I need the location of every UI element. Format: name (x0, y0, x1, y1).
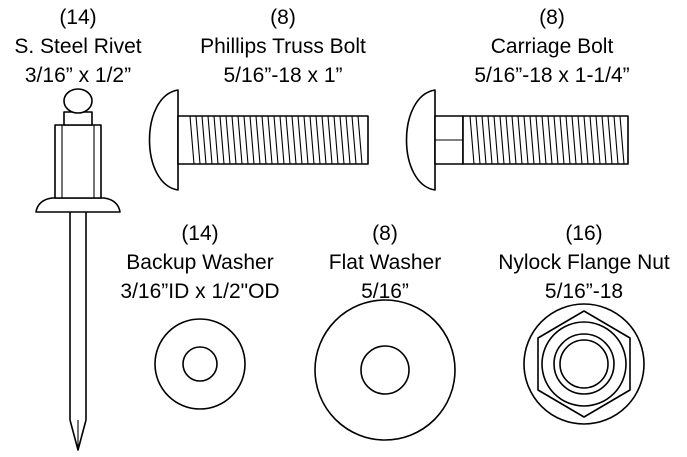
thread-line (351, 115, 357, 165)
carriage-bolt-label: (8) Carriage Bolt 5/16”-18 x 1-1/4” (474, 6, 629, 87)
thread-line (553, 115, 559, 165)
thread-line (261, 115, 267, 165)
thread-line (583, 115, 589, 165)
backup-washer-drawing (154, 318, 246, 410)
thread-line (559, 115, 565, 165)
thread-line (207, 115, 213, 165)
thread-line (225, 115, 231, 165)
rivet-size: 3/16” x 1/2” (25, 64, 131, 87)
thread-line (297, 115, 303, 165)
thread-line (577, 115, 583, 165)
thread-line (339, 115, 345, 165)
thread-line (619, 115, 625, 165)
thread-line (487, 115, 493, 165)
carriage-bolt-qty: (8) (539, 6, 565, 29)
thread-line (315, 115, 321, 165)
thread-line (523, 115, 529, 165)
thread-line (213, 115, 219, 165)
thread-line (469, 115, 475, 165)
thread-line (505, 115, 511, 165)
thread-line (493, 115, 499, 165)
rivet-qty: (14) (59, 6, 96, 29)
nut-qty: (16) (565, 222, 602, 245)
thread-line (529, 115, 535, 165)
truss-bolt-threads (189, 115, 363, 165)
thread-line (201, 115, 207, 165)
thread-line (607, 115, 613, 165)
nut-drawing (523, 303, 645, 425)
truss-bolt-name: Phillips Truss Bolt (200, 35, 366, 58)
thread-line (357, 115, 363, 165)
thread-line (535, 115, 541, 165)
flat-washer-qty: (8) (372, 222, 398, 245)
thread-line (237, 115, 243, 165)
thread-line (255, 115, 261, 165)
rivet-drawing (35, 88, 121, 451)
thread-line (195, 115, 201, 165)
thread-line (547, 115, 553, 165)
thread-line (499, 115, 505, 165)
thread-line (243, 115, 249, 165)
thread-line (601, 115, 607, 165)
backup-washer-label: (14) Backup Washer 3/16”ID x 1/2"OD (120, 222, 279, 303)
thread-line (589, 115, 595, 165)
carriage-bolt-threads (469, 115, 625, 165)
thread-line (511, 115, 517, 165)
carriage-bolt-size: 5/16”-18 x 1-1/4” (474, 64, 629, 87)
thread-line (475, 115, 481, 165)
thread-line (249, 115, 255, 165)
thread-line (565, 115, 571, 165)
thread-line (273, 115, 279, 165)
thread-line (327, 115, 333, 165)
thread-line (285, 115, 291, 165)
thread-line (345, 115, 351, 165)
flat-washer-size: 5/16” (361, 280, 409, 303)
backup-washer-qty: (14) (181, 222, 218, 245)
thread-line (309, 115, 315, 165)
thread-line (291, 115, 297, 165)
rivet-label: (14) S. Steel Rivet 3/16” x 1/2” (14, 6, 141, 87)
thread-line (219, 115, 225, 165)
truss-bolt-qty: (8) (270, 6, 296, 29)
thread-line (303, 115, 309, 165)
flat-washer-name: Flat Washer (329, 251, 441, 274)
flat-washer-drawing (314, 299, 456, 441)
thread-line (613, 115, 619, 165)
thread-line (517, 115, 523, 165)
thread-line (231, 115, 237, 165)
carriage-bolt-name: Carriage Bolt (491, 35, 614, 58)
rivet-name: S. Steel Rivet (14, 35, 141, 58)
nut-name: Nylock Flange Nut (498, 251, 670, 274)
thread-line (279, 115, 285, 165)
thread-line (321, 115, 327, 165)
nut-label: (16) Nylock Flange Nut 5/16”-18 (498, 222, 670, 303)
thread-line (571, 115, 577, 165)
carriage-bolt-drawing (405, 89, 629, 191)
truss-bolt-size: 5/16”-18 x 1” (223, 64, 342, 87)
thread-line (189, 115, 195, 165)
truss-bolt-drawing (148, 89, 369, 191)
flat-washer-label: (8) Flat Washer 5/16” (329, 222, 441, 303)
thread-line (481, 115, 487, 165)
truss-bolt-label: (8) Phillips Truss Bolt 5/16”-18 x 1” (200, 6, 366, 87)
backup-washer-name: Backup Washer (126, 251, 273, 274)
backup-washer-size: 3/16”ID x 1/2"OD (120, 280, 279, 303)
thread-line (595, 115, 601, 165)
thread-line (541, 115, 547, 165)
nut-size: 5/16”-18 (545, 280, 623, 303)
thread-line (333, 115, 339, 165)
thread-line (267, 115, 273, 165)
